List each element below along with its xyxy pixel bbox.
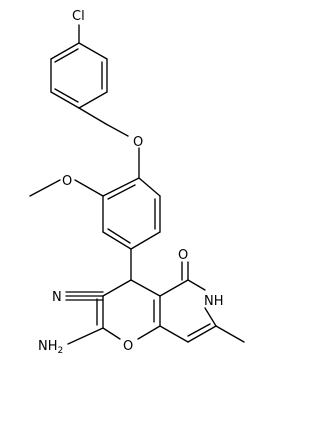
bond bbox=[78, 91, 108, 109]
bond bbox=[215, 325, 245, 343]
carbonyl-oxygen-label: O bbox=[178, 248, 188, 263]
chlorophenyl-ring bbox=[50, 42, 108, 109]
ether-oxygen-label: O bbox=[133, 135, 143, 150]
bond bbox=[102, 177, 140, 197]
bond bbox=[107, 228, 131, 244]
amino-group-label: NH2 bbox=[38, 339, 63, 356]
bond bbox=[137, 325, 161, 340]
bond bbox=[78, 107, 107, 125]
bond bbox=[54, 88, 79, 103]
bond bbox=[105, 123, 129, 137]
bond bbox=[102, 279, 132, 297]
bond bbox=[29, 179, 61, 197]
bond bbox=[102, 231, 132, 250]
bond bbox=[67, 327, 104, 345]
bond bbox=[138, 177, 161, 197]
bond bbox=[50, 91, 80, 109]
nitrile-nitrogen-label: N bbox=[52, 290, 62, 305]
amino-subscript: 2 bbox=[58, 346, 64, 356]
ring-oxygen-label: O bbox=[123, 339, 133, 354]
bond bbox=[187, 279, 206, 291]
structure-svg: Cl O O N O NH O NH2 bbox=[29, 9, 245, 356]
bond bbox=[102, 327, 121, 340]
bond bbox=[107, 184, 136, 200]
amino-nh-text: NH bbox=[38, 339, 58, 354]
amide-nh-label: NH bbox=[204, 294, 224, 309]
pyranopyridine-core bbox=[96, 279, 217, 343]
bond bbox=[159, 325, 189, 343]
bond bbox=[204, 307, 217, 327]
methoxy-oxygen-label: O bbox=[62, 174, 72, 189]
bond bbox=[54, 48, 79, 63]
bond bbox=[187, 325, 217, 343]
bond bbox=[50, 42, 80, 60]
methoxyphenyl-ring bbox=[102, 177, 161, 250]
bond bbox=[130, 231, 161, 250]
bond bbox=[78, 42, 108, 60]
bond bbox=[130, 279, 161, 297]
chlorine-label: Cl bbox=[72, 9, 85, 24]
bond bbox=[187, 323, 211, 337]
bond bbox=[74, 179, 104, 197]
bond bbox=[159, 279, 189, 297]
chemical-structure-diagram: Cl O O N O NH O NH2 bbox=[29, 9, 245, 356]
